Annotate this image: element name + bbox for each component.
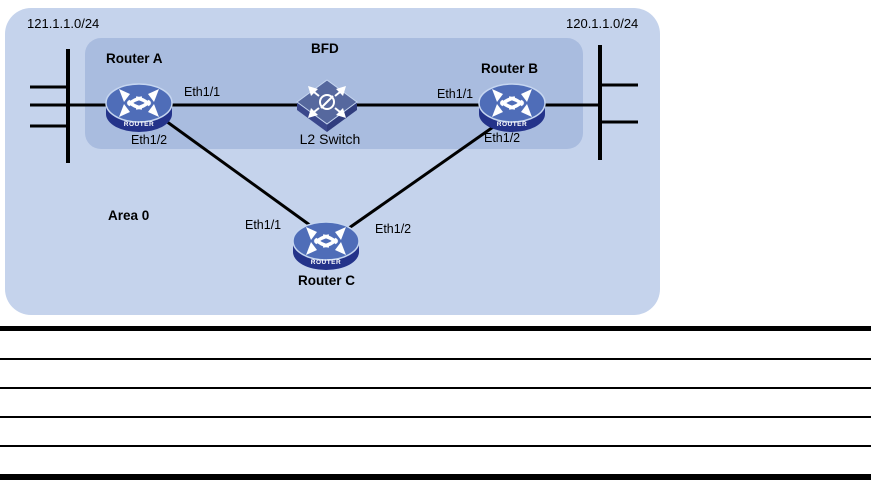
router-c-icon: ROUTER: [292, 221, 360, 270]
table-rule-row-2: [0, 387, 871, 389]
router-arrows-icon: [499, 96, 525, 110]
router-b-name: Router B: [481, 61, 538, 76]
router-c-badge-label: ROUTER: [311, 259, 341, 266]
router-b-badge-label: ROUTER: [497, 121, 527, 128]
l2-switch-icon: [296, 79, 358, 132]
table-rule-row-1: [0, 358, 871, 360]
router-c-port-eth11-label: Eth1/1: [245, 218, 282, 232]
table-rule-row-3: [0, 416, 871, 418]
area0-label: Area 0: [108, 208, 150, 223]
router-a-port-eth12-label: Eth1/2: [131, 133, 168, 147]
router-b-port-eth12-label: Eth1/2: [484, 131, 521, 145]
router-a-name: Router A: [106, 51, 163, 66]
subnet-left-label: 121.1.1.0/24: [27, 16, 100, 31]
table-rule-row-4: [0, 445, 871, 447]
router-b-icon: ROUTER: [478, 83, 546, 132]
link-a-c: [158, 114, 319, 233]
switch-arrows-icon: [313, 91, 341, 113]
link-b-c: [348, 123, 497, 230]
router-a-badge-label: ROUTER: [124, 121, 154, 128]
router-b-port-eth11-label: Eth1/1: [437, 87, 474, 101]
table-rule-top: [0, 326, 871, 331]
router-a-port-eth11-label: Eth1/1: [184, 85, 221, 99]
router-a-icon: ROUTER: [105, 83, 173, 132]
table-rule-bottom: [0, 474, 871, 480]
l2-switch-name: L2 Switch: [299, 131, 361, 147]
subnet-right-label: 120.1.1.0/24: [566, 16, 639, 31]
router-c-port-eth12-label: Eth1/2: [375, 222, 412, 236]
router-c-name: Router C: [298, 273, 355, 288]
bfd-zone-label: BFD: [311, 41, 339, 56]
router-arrows-icon: [313, 234, 339, 248]
router-arrows-icon: [126, 96, 152, 110]
